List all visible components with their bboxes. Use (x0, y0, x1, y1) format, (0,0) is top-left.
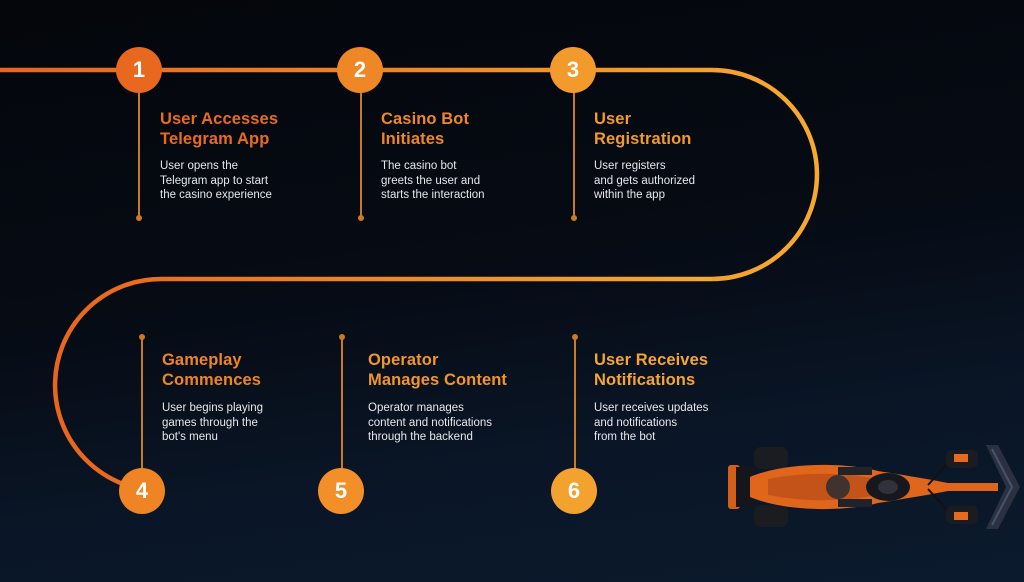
race-car-icon (728, 445, 1020, 529)
step-3-description: User registers and gets authorized withi… (594, 160, 696, 201)
step-5-connector (341, 337, 343, 471)
step-2-number-badge: 2 (337, 47, 383, 93)
track-middle-segment (52, 276, 712, 494)
step-2-title: Casino Bot Initiates (381, 110, 470, 148)
step-4-description: User begins playing games through the bo… (162, 402, 264, 443)
step-5-number-badge: 5 (318, 468, 364, 514)
step-1-connector-dot (136, 215, 142, 221)
step-1-number-badge: 1 (116, 47, 162, 93)
step-1-description: User opens the Telegram app to start the… (160, 160, 272, 201)
step-2-connector (360, 92, 362, 216)
step-1-connector (138, 92, 140, 216)
step-6-title: User Receives Notifications (594, 351, 709, 389)
step-3-connector (573, 92, 575, 216)
step-1-title: User Accesses Telegram App (160, 110, 279, 148)
step-4-number-badge: 4 (119, 468, 165, 514)
step-6-connector (574, 337, 576, 471)
step-4-title: Gameplay Commences (162, 351, 262, 389)
step-6-description: User receives updates and notifications … (594, 402, 709, 443)
track-top-segment (0, 67, 820, 282)
step-5-description: Operator manages content and notificatio… (368, 402, 493, 443)
step-5-title: Operator Manages Content (368, 351, 508, 389)
step-3-connector-dot (571, 215, 577, 221)
step-2-connector-dot (358, 215, 364, 221)
step-6-number-badge: 6 (551, 468, 597, 514)
step-3-number-badge: 3 (550, 47, 596, 93)
step-2-description: The casino bot greets the user and start… (381, 160, 485, 201)
step-4-connector (141, 337, 143, 471)
step-3-title: User Registration (594, 110, 692, 148)
